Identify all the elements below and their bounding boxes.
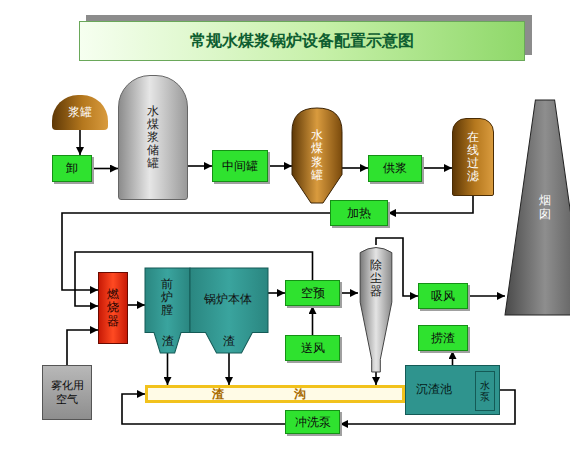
process-box: 送风 <box>285 335 340 361</box>
flow-connector <box>468 295 505 297</box>
node-label: 雾化用空气 <box>49 379 85 405</box>
node-label: 吸风 <box>431 289 455 303</box>
flow-connector <box>342 167 368 169</box>
flow-connector <box>268 165 292 167</box>
flow-connector <box>268 292 285 294</box>
process-box: 水泵 <box>475 371 495 411</box>
node-label: 烟囱 <box>539 194 551 220</box>
hopper-shape: 前炉膛渣 <box>145 268 190 353</box>
node-label: 水煤浆储罐 <box>147 105 159 171</box>
hopper-shape: 锅炉本体渣 <box>190 268 268 353</box>
node-label: 渣 <box>223 334 235 348</box>
node-label: 加热 <box>347 206 371 220</box>
node-label: 渣 <box>162 334 174 348</box>
flow-connector <box>92 168 118 170</box>
chimney-path <box>505 100 570 315</box>
flow-connector <box>452 351 454 365</box>
flow-connector <box>312 306 314 335</box>
process-box: 雾化用空气 <box>42 365 92 420</box>
flow-connector <box>67 330 98 365</box>
process-box: 空预 <box>285 280 340 306</box>
flow-connector <box>340 292 358 294</box>
cyclone-shape: 除尘器 <box>358 245 394 372</box>
flow-connector <box>79 130 81 155</box>
flow-connector <box>167 353 169 385</box>
node-label: 渣 <box>212 387 224 401</box>
process-box: 水煤浆储罐 <box>118 75 188 200</box>
process-box: 加热 <box>330 200 388 226</box>
node-label: 前炉膛 <box>161 278 173 318</box>
flow-connector <box>422 167 452 169</box>
node-label: 空预 <box>301 286 325 300</box>
node-label: 锅炉本体 <box>204 292 252 306</box>
process-box: 沉渣池 水泵 <box>405 365 500 415</box>
node-label: 冲洗泵 <box>295 415 331 429</box>
node-label: 在线过滤 <box>467 131 479 184</box>
chimney-shape: 烟囱 <box>505 100 570 315</box>
cyclone-path <box>360 248 392 372</box>
flow-connector <box>388 196 473 213</box>
process-box: 捞渣 <box>418 325 468 351</box>
flow-connector <box>128 304 145 306</box>
flow-connector <box>228 353 230 385</box>
node-label: 供浆 <box>383 161 407 175</box>
process-box: 供浆 <box>368 155 422 182</box>
process-box: 冲洗泵 <box>285 410 340 434</box>
flow-connector <box>375 372 377 385</box>
node-label: 捞渣 <box>431 331 455 345</box>
process-box: 浆罐 <box>52 95 108 130</box>
slurryTank-path <box>292 108 342 203</box>
chimney-outline <box>505 100 570 315</box>
node-label: 送风 <box>301 341 325 355</box>
node-label: 燃烧器 <box>107 288 119 328</box>
slurryTank-shape: 水煤浆罐 <box>292 108 342 203</box>
hopper-path <box>145 268 190 353</box>
process-box: 中间罐 <box>212 150 268 182</box>
node-label: 水煤浆罐 <box>311 129 323 182</box>
title-banner: 常规水煤浆锅炉设备配置示意图 <box>79 21 525 61</box>
node-label: 水泵 <box>480 380 490 402</box>
node-label: 沉渣池 <box>416 382 452 396</box>
node-label: 卸 <box>66 161 78 175</box>
flow-connector <box>188 165 212 167</box>
process-box: 吸风 <box>418 283 468 309</box>
node-label: 浆罐 <box>68 105 92 119</box>
hopper-path <box>190 268 268 353</box>
process-box: 卸 <box>52 155 92 182</box>
process-box: 燃烧器 <box>98 272 128 344</box>
node-label: 中间罐 <box>222 159 258 173</box>
process-box: 在线过滤 <box>452 118 494 196</box>
node-label: 除尘器 <box>370 259 382 299</box>
node-label: 沟 <box>294 387 306 401</box>
process-box: 渣沟 <box>145 385 405 403</box>
